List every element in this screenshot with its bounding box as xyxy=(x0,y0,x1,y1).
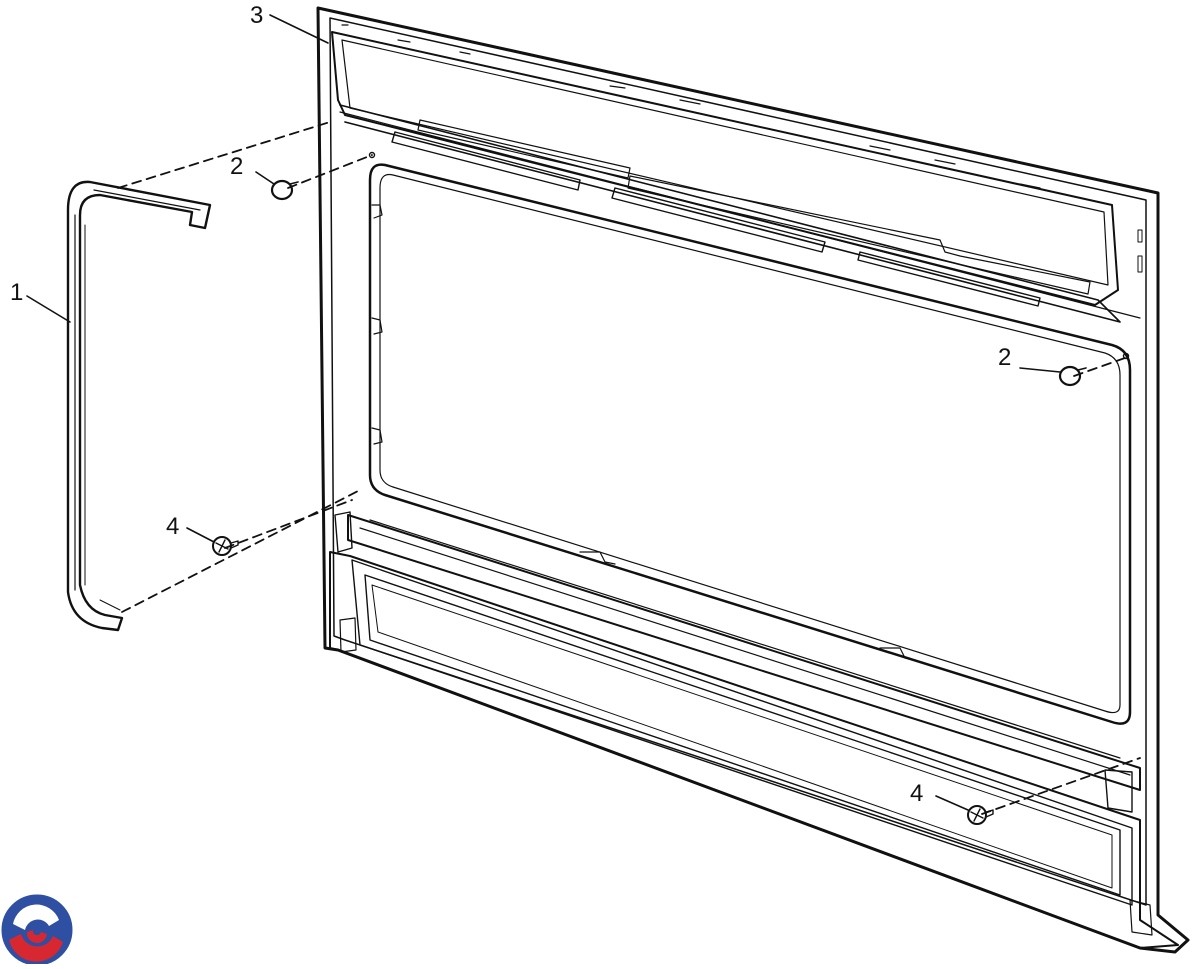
door-bumper-part-2b xyxy=(1058,352,1130,387)
screw-part-4a xyxy=(212,536,239,556)
callout-label-part-2a: 2 xyxy=(230,153,244,180)
door-bumper-part-2a xyxy=(270,151,376,201)
callout-label-part-3: 3 xyxy=(250,2,264,29)
callout-label-part-4a: 4 xyxy=(166,513,180,540)
brand-logo xyxy=(1,894,73,966)
callout-leaders xyxy=(26,14,1061,811)
screw-part-4b xyxy=(967,805,994,825)
callout-label-part-4b: 4 xyxy=(910,780,924,807)
door-frame-part-3 xyxy=(316,6,1190,954)
assembly-guide-lines xyxy=(117,121,1141,815)
door-seal-part-1 xyxy=(66,180,212,632)
callout-label-part-1: 1 xyxy=(10,279,24,306)
callout-label-part-2b: 2 xyxy=(998,344,1012,371)
